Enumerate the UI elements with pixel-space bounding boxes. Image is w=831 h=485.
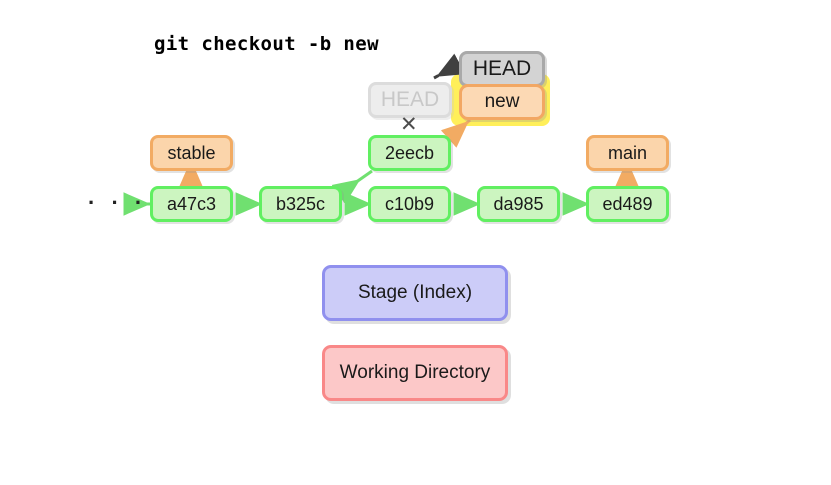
history-ellipsis: · · · xyxy=(88,190,148,215)
commit-node-ed489[interactable]: ed489 xyxy=(586,186,669,222)
head-label[interactable]: HEAD xyxy=(459,51,545,87)
branch-label-stable[interactable]: stable xyxy=(150,135,233,171)
stage-index-box[interactable]: Stage (Index) xyxy=(322,265,508,321)
command-title: git checkout -b new xyxy=(154,33,379,55)
commit-node-2eecb[interactable]: 2eecb xyxy=(368,135,451,171)
branch-label-main[interactable]: main xyxy=(586,135,669,171)
working-directory-box[interactable]: Working Directory xyxy=(322,345,508,401)
head-ghost-label: HEAD xyxy=(368,82,452,118)
head-removed-x-icon: ✕ xyxy=(400,112,418,136)
commit-node-a47c3[interactable]: a47c3 xyxy=(150,186,233,222)
commit-node-da985[interactable]: da985 xyxy=(477,186,560,222)
branch-label-new[interactable]: new xyxy=(459,84,545,120)
commit-node-c10b9[interactable]: c10b9 xyxy=(368,186,451,222)
commit-node-b325c[interactable]: b325c xyxy=(259,186,342,222)
